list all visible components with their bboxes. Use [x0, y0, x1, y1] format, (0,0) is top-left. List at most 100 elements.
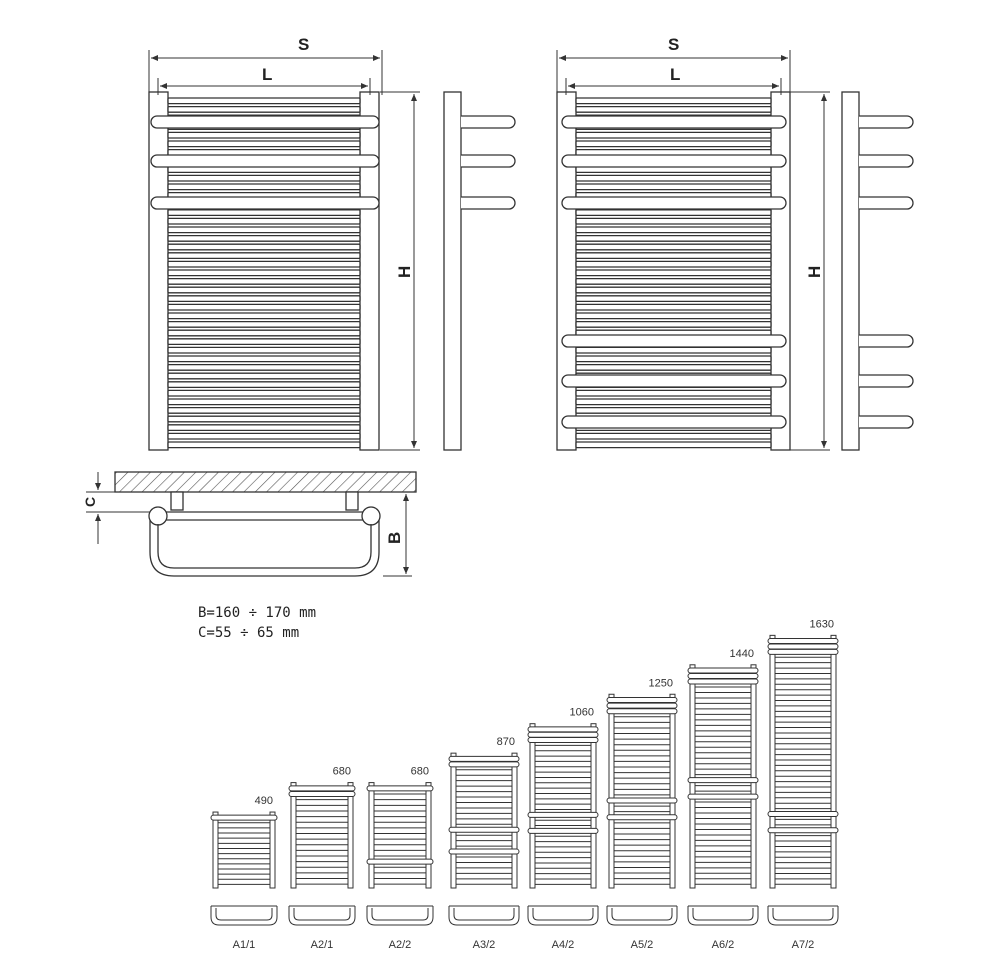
model-height-label: 490	[255, 795, 273, 807]
top-view	[114, 471, 417, 577]
model-lineup: 490A1/1680A2/1680A2/2870A3/21060A4/21250…	[210, 618, 839, 951]
heating-bar	[167, 424, 361, 432]
model-name-label: A7/2	[792, 939, 815, 951]
left-post	[368, 782, 375, 889]
heating-bar	[167, 303, 361, 311]
left-post	[769, 634, 776, 889]
heating-bar	[167, 97, 361, 105]
towel-rail	[448, 755, 520, 762]
model-name-label: A2/1	[311, 939, 334, 951]
side-view-double	[841, 91, 914, 451]
towel-rail	[448, 761, 520, 768]
heating-bar	[167, 441, 361, 449]
right-post	[750, 664, 757, 889]
left-post	[148, 91, 169, 451]
heating-bar	[167, 234, 361, 242]
heating-bar	[167, 243, 361, 251]
model-name-label: A4/2	[552, 939, 575, 951]
dim-l-1: L	[262, 65, 272, 84]
spec-b-range: B=160 ÷ 170 mm	[198, 605, 316, 621]
model-top-view	[767, 905, 839, 926]
right-post	[359, 91, 380, 451]
heating-bar	[167, 286, 361, 294]
heating-bar	[167, 252, 361, 260]
heating-bar	[575, 398, 772, 406]
right-post	[347, 782, 354, 889]
dim-b: B	[385, 532, 404, 544]
heating-bar	[575, 243, 772, 251]
heating-bar	[167, 320, 361, 328]
model-A3-2	[448, 752, 520, 926]
heating-bar	[575, 226, 772, 234]
front-view-single	[148, 91, 380, 451]
towel-rail	[606, 814, 678, 821]
left-post	[608, 693, 615, 889]
heating-bar	[167, 174, 361, 182]
heating-bar	[575, 260, 772, 268]
model-top-view	[210, 905, 278, 926]
heating-bar	[575, 269, 772, 277]
towel-rail	[448, 826, 520, 833]
towel-rail	[150, 115, 380, 129]
heating-bar	[575, 320, 772, 328]
left-post	[450, 752, 457, 889]
heating-bar	[167, 381, 361, 389]
model-height-label: 1060	[570, 707, 594, 719]
heating-bar	[167, 312, 361, 320]
right-post	[669, 693, 676, 889]
heating-bar	[167, 406, 361, 414]
heating-bar	[167, 140, 361, 148]
model-height-label: 1440	[730, 648, 754, 660]
towel-rail	[767, 643, 839, 650]
dim-l-2: L	[670, 65, 680, 84]
heating-bar	[575, 217, 772, 225]
heating-bar	[167, 415, 361, 423]
heating-bar	[167, 105, 361, 113]
heating-bar	[575, 295, 772, 303]
model-A5-2	[606, 693, 678, 926]
towel-rail	[288, 785, 356, 792]
model-A4-2	[527, 723, 599, 926]
towel-rail	[527, 731, 599, 738]
dim-h-2: H	[805, 266, 824, 278]
heating-bar	[575, 277, 772, 285]
model-name-label: A1/1	[233, 939, 256, 951]
dimensions-view-1	[148, 50, 420, 451]
model-A6-2	[687, 664, 759, 926]
right-post	[590, 723, 597, 889]
heating-bar	[575, 441, 772, 449]
towel-rail	[606, 797, 678, 804]
heating-bar	[167, 277, 361, 285]
dim-h-1: H	[395, 266, 414, 278]
towel-rail	[687, 793, 759, 800]
heating-bar	[167, 217, 361, 225]
left-post	[529, 723, 536, 889]
towel-rail	[561, 196, 787, 210]
heating-bar	[575, 140, 772, 148]
model-A1-1	[210, 811, 278, 926]
heating-bar	[167, 183, 361, 191]
model-name-label: A3/2	[473, 939, 496, 951]
heating-bar	[167, 389, 361, 397]
model-height-label: 680	[411, 766, 429, 778]
model-top-view	[288, 905, 356, 926]
spec-c-range: C=55 ÷ 65 mm	[198, 625, 299, 641]
towel-rail	[527, 726, 599, 733]
heating-bars	[167, 97, 361, 449]
heating-bar	[167, 131, 361, 139]
model-top-view	[448, 905, 520, 926]
heating-bar	[167, 432, 361, 440]
towel-rail	[150, 154, 380, 168]
dimensions-view-2	[556, 50, 830, 451]
heating-bar	[575, 183, 772, 191]
towel-rail	[606, 697, 678, 704]
model-top-view	[687, 905, 759, 926]
heating-bar	[575, 363, 772, 371]
right-post	[269, 811, 276, 889]
towel-rails	[561, 115, 787, 429]
towel-rail	[767, 827, 839, 834]
model-top-view	[527, 905, 599, 926]
towel-rail	[366, 785, 434, 792]
heating-bar	[167, 260, 361, 268]
heating-bar	[575, 303, 772, 311]
